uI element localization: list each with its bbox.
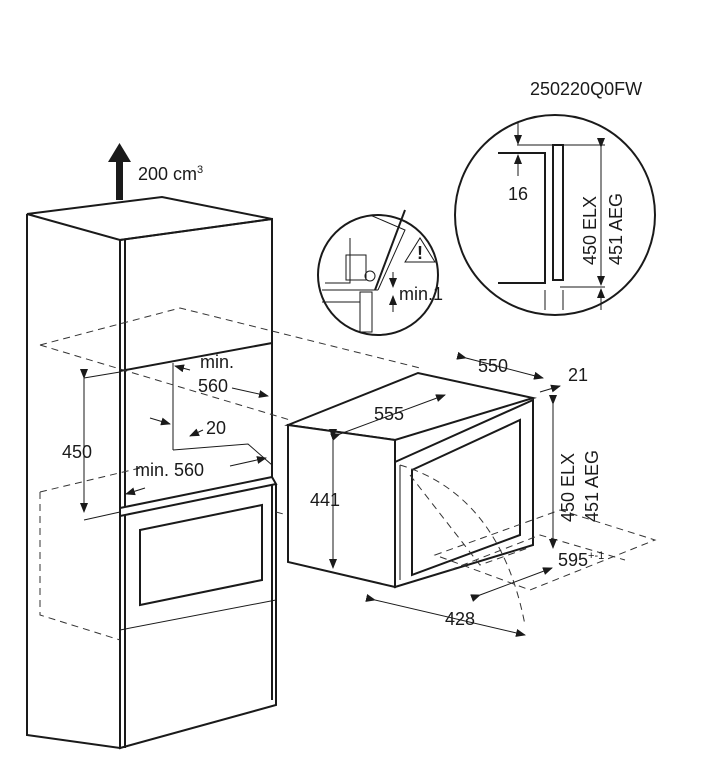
front-width-label: 595+-1 — [558, 550, 604, 570]
niche-depth-label-min: min. — [200, 352, 234, 372]
detail-height-elx-label: 450 ELX — [580, 196, 600, 265]
niche-height-label: 450 — [62, 442, 92, 462]
offset-label: 16 — [508, 184, 528, 204]
warning-icon — [404, 237, 436, 263]
kitchen-cabinet — [26, 195, 421, 750]
height-label: 441 — [310, 490, 340, 510]
ventilation-arrow-icon — [108, 143, 131, 200]
detail-height-aeg-label: 451 AEG — [606, 193, 626, 265]
door-swing-label: 428 — [445, 609, 475, 629]
detail-circle-large — [454, 114, 656, 316]
gap-label: 20 — [206, 418, 226, 438]
clearance-label: min.1 — [399, 284, 443, 304]
width-label: 555 — [374, 404, 404, 424]
door-thickness-label: 21 — [568, 365, 588, 385]
depth-label: 550 — [478, 356, 508, 376]
detail-circle-small — [317, 209, 439, 336]
warning-symbol: ! — [417, 243, 423, 263]
ventilation-label: 200 cm3 — [138, 164, 203, 184]
niche-depth-label-value: 560 — [198, 376, 228, 396]
model-code: 250220Q0FW — [530, 79, 642, 99]
total-height-aeg-label: 451 AEG — [582, 450, 602, 522]
total-height-elx-label: 450 ELX — [558, 453, 578, 522]
niche-width-label: min. 560 — [135, 460, 204, 480]
